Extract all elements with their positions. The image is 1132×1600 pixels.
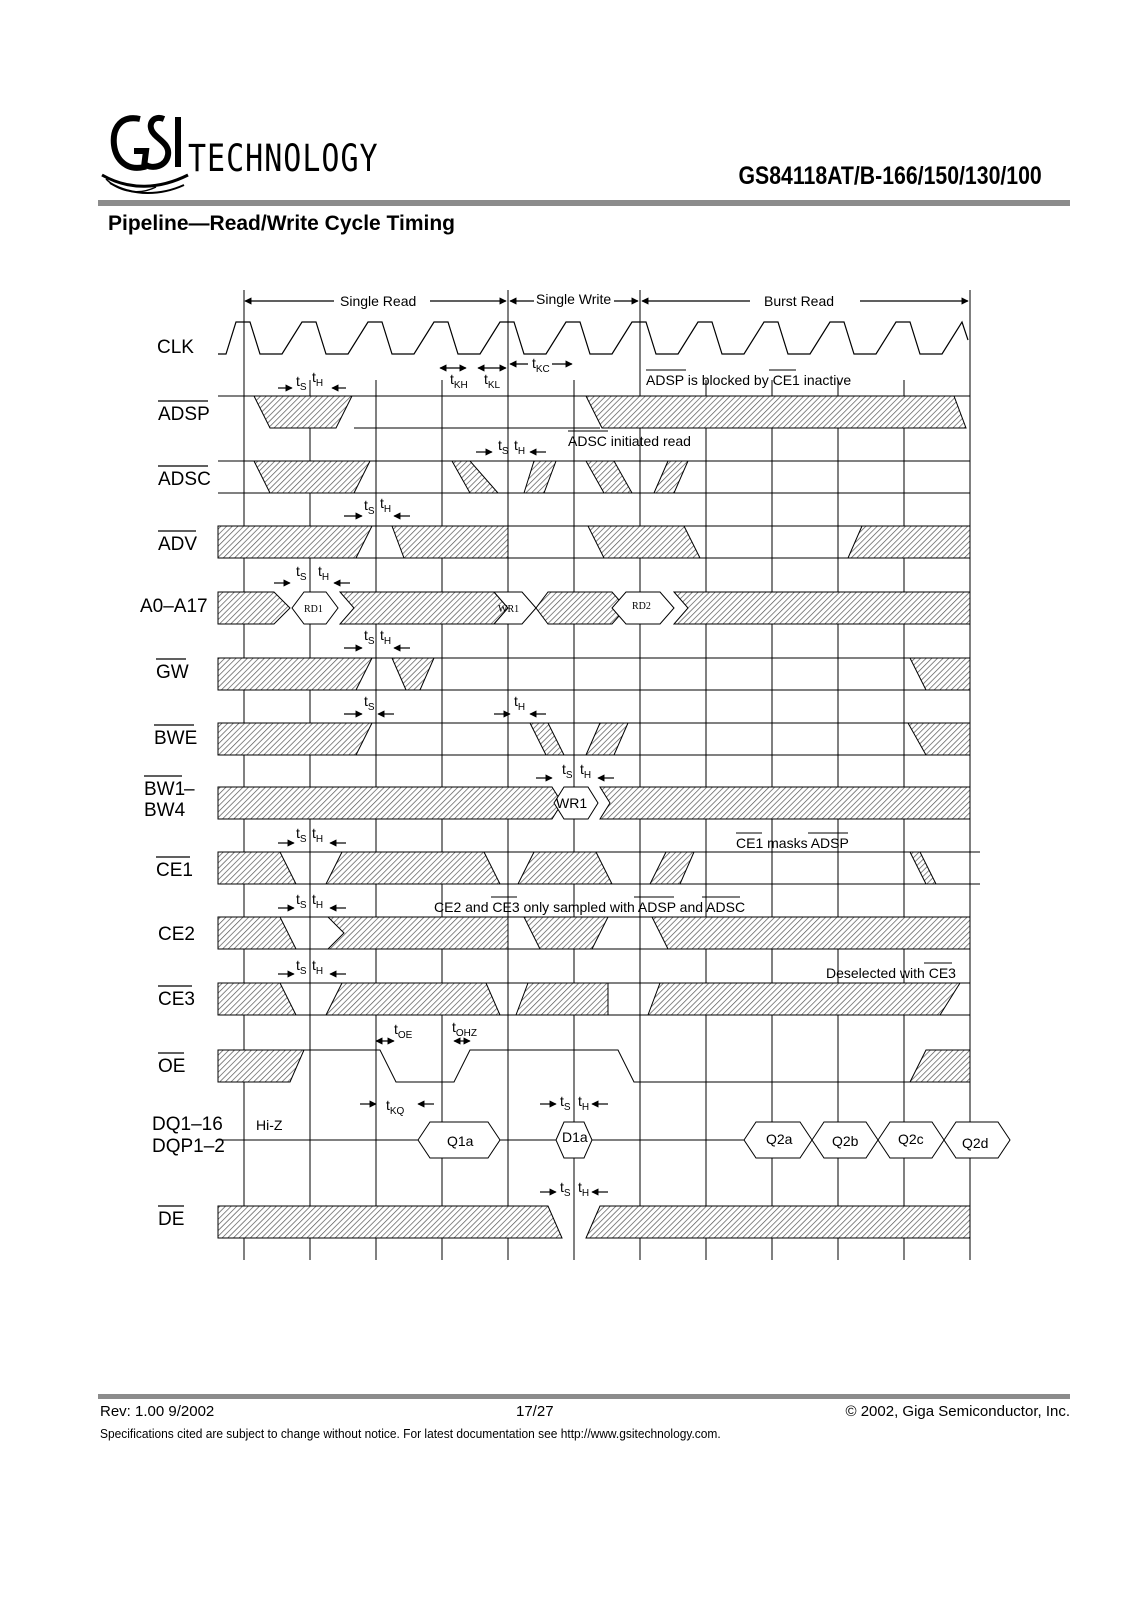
bw-waveform — [217, 786, 971, 820]
dq-q2b: Q2b — [832, 1133, 859, 1149]
th-adv: tH — [380, 495, 391, 515]
adsc-waveform — [218, 460, 970, 494]
ts-adv: tS — [364, 497, 375, 517]
dq-q1a: Q1a — [447, 1133, 474, 1149]
address-waveform — [217, 591, 971, 625]
copyright: © 2002, Giga Semiconductor, Inc. — [845, 1403, 1070, 1420]
note-deselected: Deselected with CE3 — [826, 965, 956, 981]
th-adsp: tH — [312, 369, 323, 389]
adv-waveform — [217, 525, 971, 559]
oe-waveform — [217, 1049, 971, 1083]
clk-waveform — [218, 320, 969, 355]
note-ce1-masks: CE1 masks ADSP — [736, 835, 849, 851]
signal-adsc: ADSC — [158, 469, 211, 490]
phase-single-write: Single Write — [536, 291, 611, 307]
signal-bw4: BW4 — [144, 800, 186, 821]
ts-addr: tS — [296, 563, 307, 583]
tkh: tKH — [450, 371, 468, 391]
tkc: tKC — [532, 355, 550, 375]
footer-note: Specifications cited are subject to chan… — [100, 1426, 721, 1441]
revision-info: Rev: 1.00 9/2002 — [100, 1403, 215, 1420]
ts-ce1: tS — [296, 825, 307, 845]
ts-bwe: tS — [364, 693, 375, 713]
adsp-waveform — [218, 395, 970, 429]
logo-wordmark: TECHNOLOGY — [188, 137, 379, 181]
annotations: ADSP is blocked by CE1 inactive ADSC ini… — [434, 369, 956, 981]
ts-bw: tS — [562, 761, 573, 781]
phase-burst-read: Burst Read — [764, 293, 834, 309]
ts-adsc: tS — [498, 437, 509, 457]
th-ce2: tH — [312, 891, 323, 911]
timing-arrows — [274, 360, 614, 1196]
signal-dqp: DQP1–2 — [152, 1136, 225, 1157]
toe: tOE — [394, 1021, 413, 1041]
tkl: tKL — [484, 371, 501, 391]
ts-dq: tS — [560, 1093, 571, 1113]
signal-adsp: ADSP — [158, 404, 210, 425]
signal-gw: GW — [156, 662, 189, 683]
th-de: tH — [578, 1179, 589, 1199]
part-number: GS84118AT/B-166/150/130/100 — [738, 162, 1042, 190]
phase-single-read: Single Read — [340, 293, 416, 309]
ce3-waveform — [217, 982, 970, 1016]
note-adsp-blocked: ADSP is blocked by CE1 inactive — [646, 372, 851, 388]
tkq: tKQ — [386, 1097, 405, 1117]
timing-labels: tS tH tKH tKL tKC tS tH tS tH tS tH tS t… — [296, 355, 591, 1199]
page-number: 17/27 — [516, 1403, 554, 1420]
th-adsc: tH — [514, 437, 525, 457]
clock-edge-gridlines — [243, 290, 971, 1260]
th-gw: tH — [380, 627, 391, 647]
bwe-waveform — [217, 722, 971, 756]
signal-ce1: CE1 — [156, 860, 193, 881]
gsi-logo — [101, 115, 189, 194]
th-dq: tH — [578, 1093, 589, 1113]
th-bwe: tH — [514, 693, 525, 713]
signal-bw1: BW1 — [144, 779, 185, 800]
th-ce1: tH — [312, 825, 323, 845]
note-ce-sampled: CE2 and CE3 only sampled with ADSP and A… — [434, 899, 745, 915]
signal-bw-dash: – — [184, 779, 195, 800]
ts-gw: tS — [364, 627, 375, 647]
signal-oe: OE — [158, 1056, 185, 1077]
signal-dq: DQ1–16 — [152, 1114, 223, 1135]
ce1-waveform — [217, 851, 980, 885]
section-title: Pipeline—Read/Write Cycle Timing — [108, 212, 455, 235]
tohz: tOHZ — [452, 1019, 477, 1039]
dq-waveform — [218, 1121, 1011, 1159]
signal-ce2: CE2 — [158, 924, 195, 945]
signal-clk: CLK — [157, 337, 194, 358]
signal-adv: ADV — [158, 534, 197, 555]
dq-q2c: Q2c — [898, 1131, 924, 1147]
th-bw: tH — [580, 761, 591, 781]
ts-ce2: tS — [296, 891, 307, 911]
dq-hiz: Hi-Z — [256, 1117, 283, 1133]
dq-q2a: Q2a — [766, 1131, 793, 1147]
address-rd1: RD1 — [304, 604, 323, 615]
signal-bwe: BWE — [154, 728, 197, 749]
bw-wr1: WR1 — [556, 795, 587, 811]
ts-ce3: tS — [296, 957, 307, 977]
footer-rule — [98, 1394, 1070, 1399]
de-waveform — [217, 1205, 971, 1239]
ce2-waveform — [217, 916, 971, 950]
ts-adsp: tS — [296, 373, 307, 393]
header-rule — [98, 200, 1070, 206]
th-ce3: tH — [312, 957, 323, 977]
address-rd2: RD2 — [632, 601, 651, 612]
dq-q2d: Q2d — [962, 1135, 988, 1151]
address-wr1: WR1 — [498, 604, 519, 615]
gw-waveform — [217, 657, 971, 691]
signal-de: DE — [158, 1209, 184, 1230]
signal-ce3: CE3 — [158, 989, 195, 1010]
dq-d1a: D1a — [562, 1129, 588, 1145]
signal-address: A0–A17 — [140, 596, 208, 617]
th-addr: tH — [318, 563, 329, 583]
note-adsc-initiated: ADSC initiated read — [568, 433, 691, 449]
ts-de: tS — [560, 1179, 571, 1199]
